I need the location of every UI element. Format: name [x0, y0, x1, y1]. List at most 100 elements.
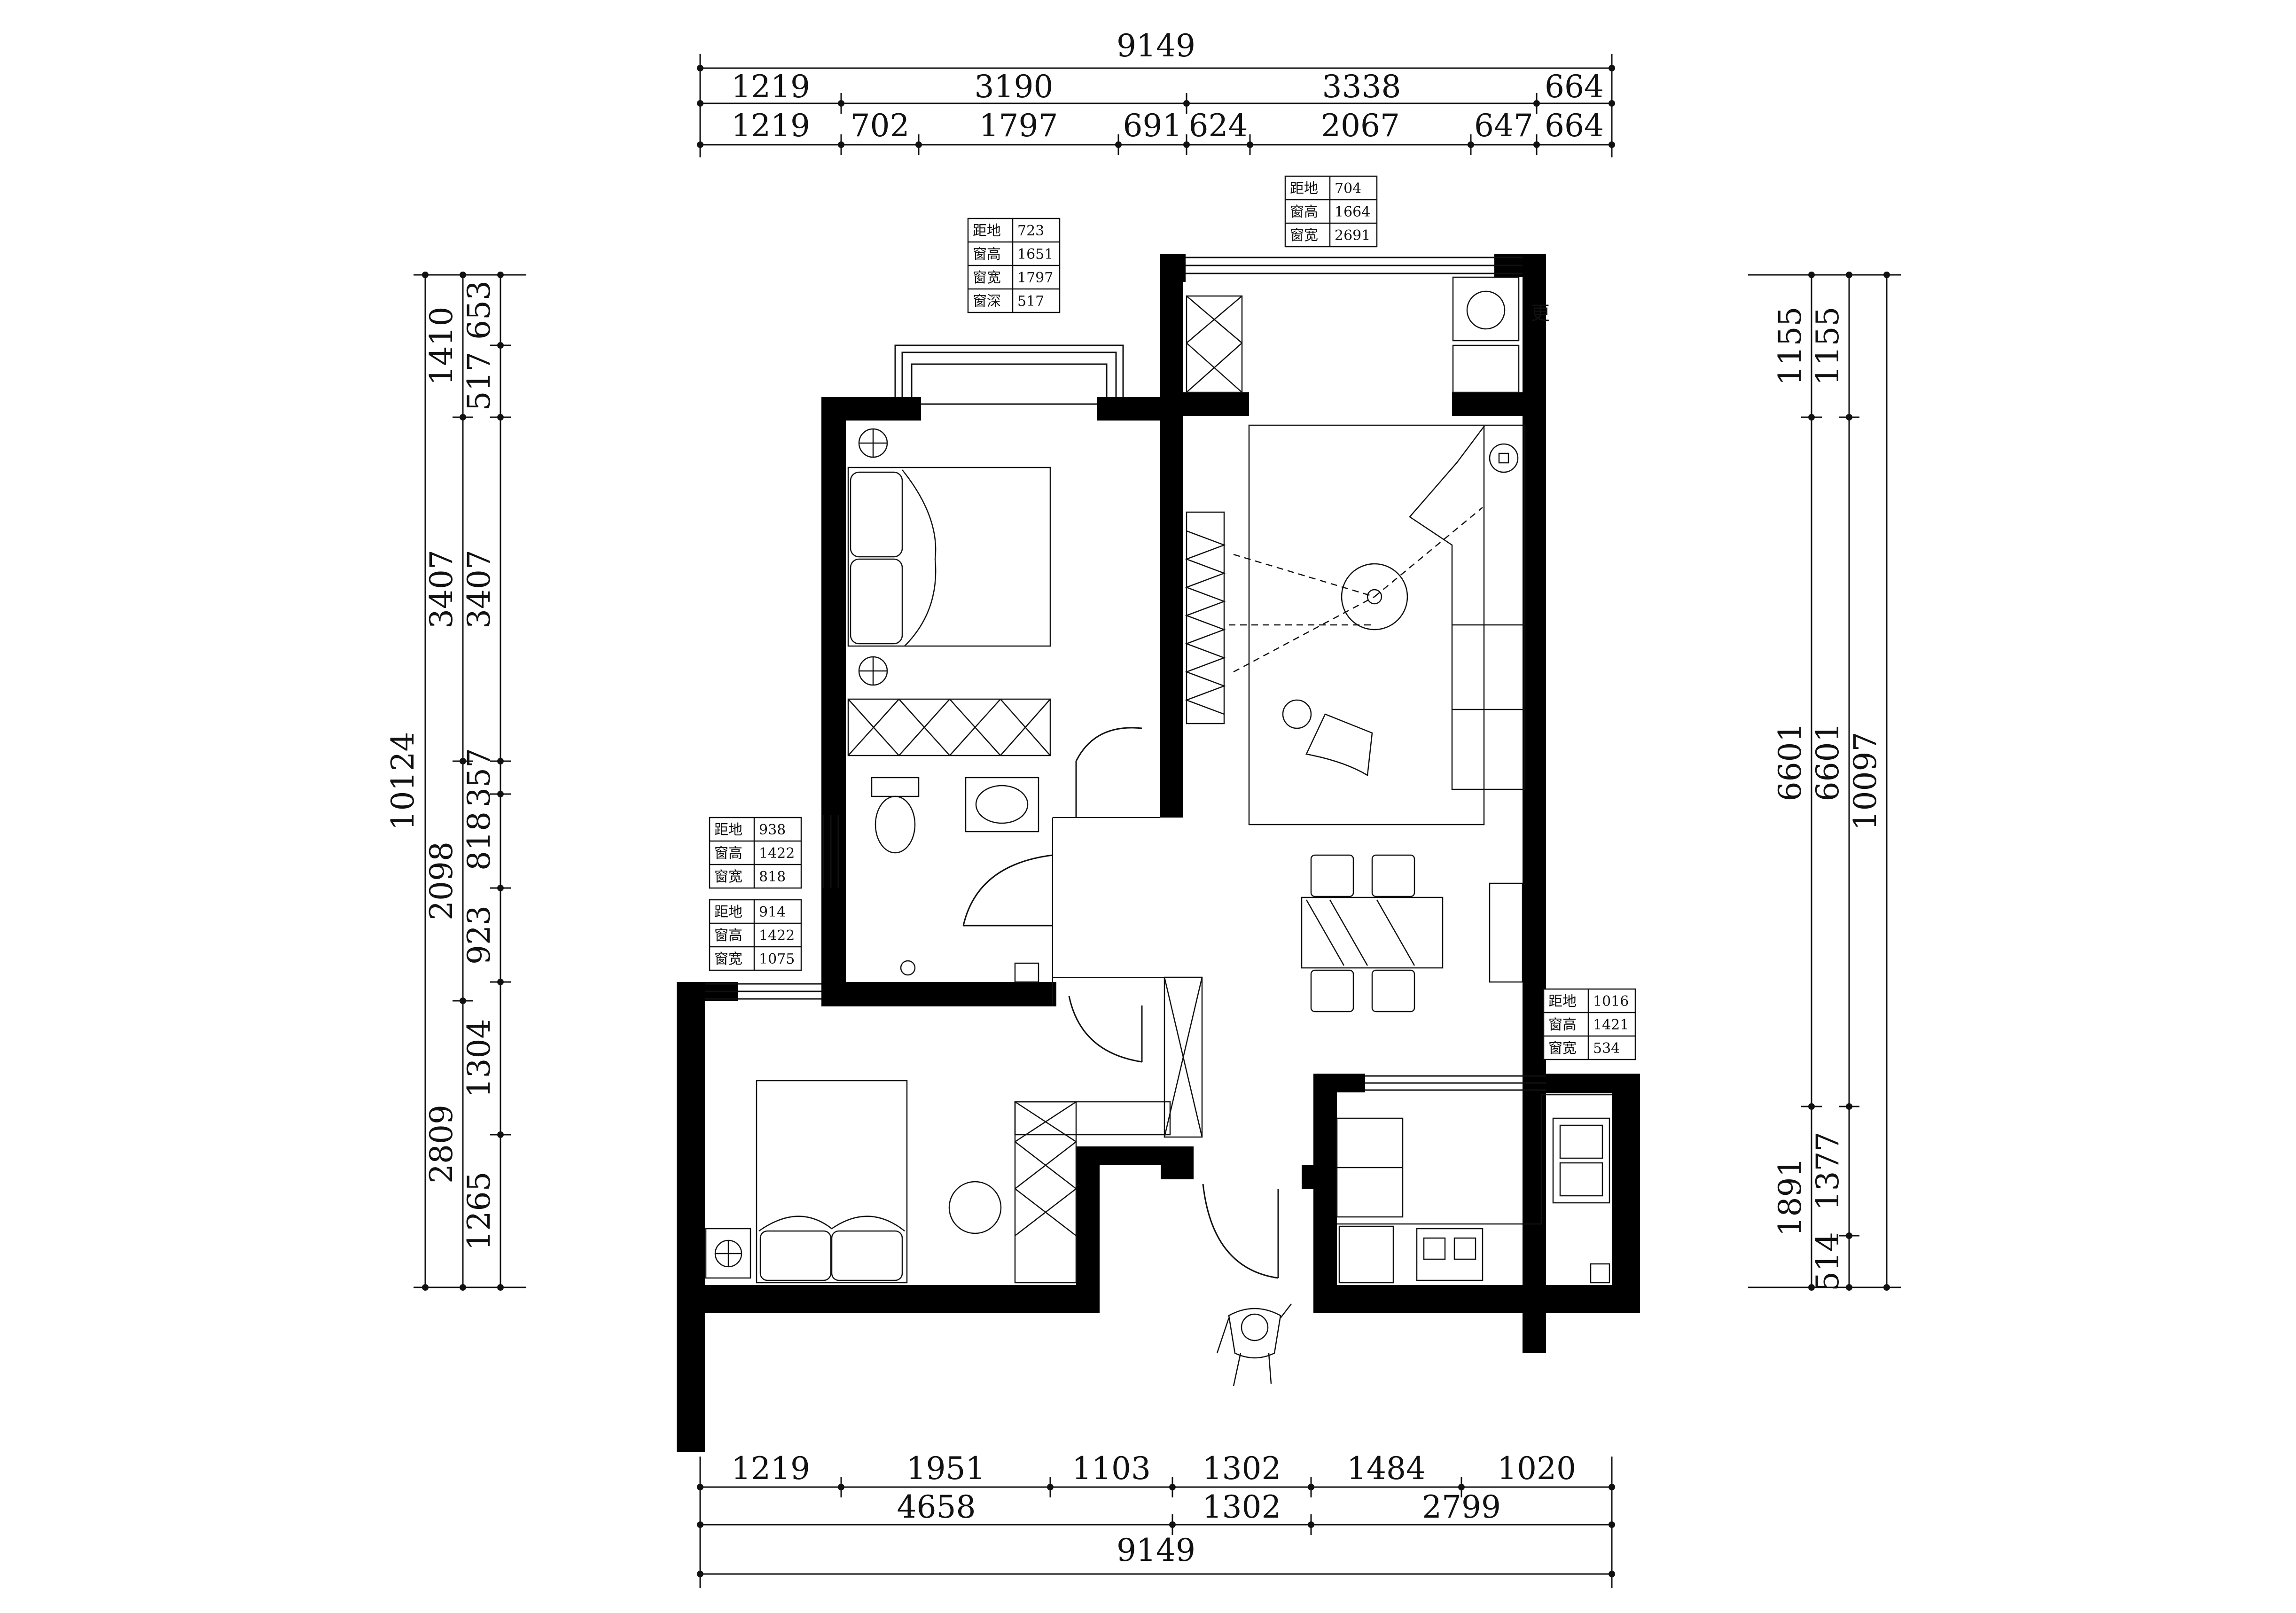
window-table-value: 818 [759, 869, 786, 885]
dim-top_row2-0: 1219 [731, 108, 810, 144]
kitchen-counter [1337, 1094, 1612, 1225]
dim-top_row2-3: 691 [1123, 108, 1182, 144]
window-table-label: 窗高 [1548, 1017, 1577, 1033]
window-table-label: 距地 [1548, 993, 1577, 1010]
window-table-label: 窗宽 [1548, 1040, 1577, 1057]
window-table-value: 914 [759, 904, 786, 920]
wall-bed1-east [1160, 413, 1183, 818]
coffee-table [1341, 563, 1408, 631]
wall-bed2-west [677, 982, 705, 1452]
wall-kitchen-south [1313, 1285, 1638, 1313]
window-table-value: 1421 [1593, 1017, 1629, 1033]
dim-top_row1-1: 3190 [975, 69, 1054, 105]
window-table-value: 723 [1017, 223, 1044, 239]
dining-set [1301, 854, 1444, 1013]
bed-master-pillow-2 [850, 558, 903, 645]
window-table-label: 窗宽 [714, 951, 742, 967]
sofa-outline [1409, 424, 1526, 790]
bed-master-frame [847, 467, 1051, 647]
floor-drain [900, 960, 916, 976]
dim-top_row1-2: 3338 [1322, 69, 1401, 105]
window-table-label: 窗深 [973, 293, 1001, 310]
dim-top_total-0: 9149 [1117, 28, 1195, 64]
door-swing-bed1 [1075, 727, 1142, 762]
dim-bottom_row1-1: 1951 [906, 1450, 985, 1487]
window-table-value: 1797 [1017, 270, 1053, 286]
bay-window-mid [901, 351, 1117, 397]
desk [1014, 1101, 1171, 1136]
dim-right_inner-1: 6601 [1810, 723, 1846, 802]
window-table-value: 1664 [1335, 204, 1370, 220]
wall-entry-left-upper [1076, 1146, 1161, 1165]
window-table-label: 窗高 [973, 246, 1001, 263]
toilet-bowl [875, 795, 916, 854]
dim-bottom_row2-1: 1302 [1203, 1489, 1281, 1525]
window-table-value: 1016 [1593, 993, 1629, 1010]
bed-secondary [756, 1080, 908, 1284]
bay-window-outer [894, 344, 1124, 397]
dim-right_inner-2: 1377 [1810, 1132, 1846, 1211]
dim-left_inner-1: 517 [461, 352, 497, 411]
floor-lamp [1489, 443, 1519, 473]
dim-left_outer-2: 2098 [423, 842, 460, 920]
side-cabinet [1489, 882, 1523, 983]
dim-bottom_row1-0: 1219 [731, 1450, 810, 1487]
bay-window-inner [911, 363, 1108, 397]
window-table-value: 1422 [759, 845, 795, 862]
dim-bottom_row2-0: 4658 [897, 1489, 976, 1525]
walls [677, 254, 1640, 1452]
bed-secondary-pillow-2 [831, 1230, 903, 1281]
window-table-label: 窗高 [1290, 204, 1318, 220]
window-table-label: 距地 [973, 223, 1001, 239]
shoe-cabinet-frame [1164, 976, 1203, 1138]
shoe-cabinet [1164, 976, 1203, 1138]
cooktop [1416, 1228, 1484, 1281]
dashed-guide-lines [1229, 507, 1483, 673]
kitchen-fixtures [1336, 1094, 1612, 1284]
side-table [1282, 699, 1312, 729]
dim-top_row2-4: 624 [1189, 108, 1248, 144]
wall-bed1-north-left [821, 397, 921, 421]
bed-secondary-pillow-1 [759, 1230, 832, 1281]
dim-right_outer-0: 1155 [1772, 307, 1808, 386]
bed-master-blanket [902, 469, 937, 647]
dim-left_inner-0: 653 [461, 281, 497, 340]
wall-kitchen-door-post [1302, 1165, 1337, 1189]
wardrobe-secondary [1014, 1101, 1171, 1284]
round-side-table [948, 1181, 1002, 1234]
sink-basin [975, 785, 1029, 824]
dim-left_inner-6: 1304 [461, 1019, 497, 1098]
balcony-cabinet [1186, 295, 1243, 393]
window-table-value: 2691 [1335, 227, 1370, 244]
bathroom-fixtures [871, 777, 1039, 983]
dim-bottom_row1-4: 1484 [1347, 1450, 1426, 1487]
dim-right_inner-0: 1155 [1810, 307, 1846, 386]
window-table-value: 1422 [759, 927, 795, 944]
dining-chair-4 [1371, 969, 1415, 1013]
dim-bottom_row1-5: 1020 [1497, 1450, 1576, 1487]
wall-bath-south [821, 982, 1056, 1006]
dim-left_outer-0: 1410 [423, 307, 460, 386]
window-table-frame [1284, 175, 1378, 248]
wall-kitchen-nw [1313, 1074, 1365, 1092]
dim-top_row2-2: 1797 [979, 108, 1058, 144]
window-table-frame [1543, 988, 1636, 1060]
dim-top_row2-5: 2067 [1321, 108, 1400, 144]
door-swing-bed2 [1068, 996, 1142, 1063]
dim-left_outer-3: 2809 [423, 1105, 460, 1184]
wall-kitchen-ne [1546, 1074, 1640, 1093]
window-table-label: 窗宽 [714, 869, 742, 885]
wall-bed1-east-stub [1160, 799, 1183, 818]
dim-left_total-0: 10124 [385, 732, 421, 831]
window-table-value: 1651 [1017, 246, 1053, 263]
dim-left_inner-4: 818 [461, 811, 497, 871]
wall-bed2-east-lower [1076, 1146, 1100, 1311]
window-table-label: 窗高 [714, 845, 742, 862]
dim-right_outer-1: 6601 [1772, 723, 1808, 802]
dim-bottom_total-0: 9149 [1117, 1532, 1195, 1568]
dim-top_row2-7: 664 [1545, 108, 1604, 144]
wardrobe-master [847, 698, 1051, 756]
